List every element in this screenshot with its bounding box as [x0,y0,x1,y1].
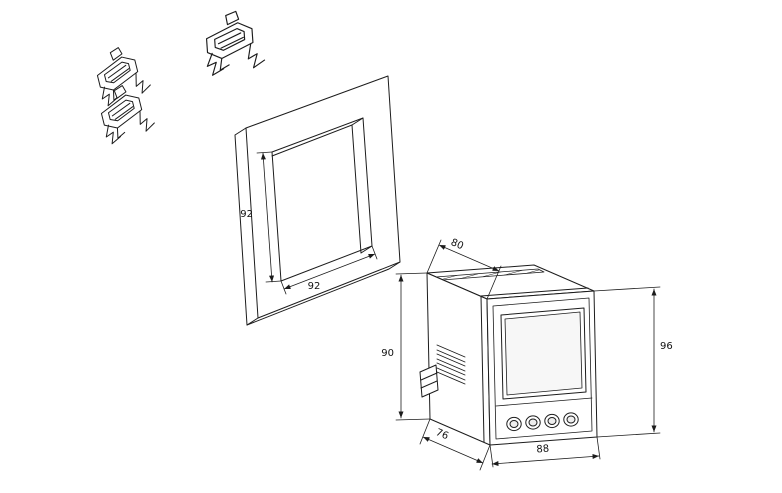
terminal-divider [420,380,438,389]
vent-slot-line [436,367,466,381]
bezel-lip-side [480,295,485,443]
display-window-outer [500,307,587,400]
dimension-line [422,436,484,464]
front-divider-line [495,397,593,407]
vent-slots [436,344,466,385]
extension-line [479,444,491,471]
depth-bottom-label: 76 [434,427,450,442]
cutout-height-dimension: 92 [240,151,282,283]
depth-top-label: 80 [449,237,465,252]
terminal-divider [420,372,438,381]
body-height-dimension: 90 [381,272,431,421]
extension-line [593,286,661,292]
front-width-dimension: 88 [489,436,601,468]
meter-dimensions-group: 80 90 96 76 [381,237,673,471]
meter-button-4-cap [566,415,576,424]
vent-slot-line [436,371,466,385]
mounting-clip-1 [90,41,154,108]
cutout-wall-corner-bottom [360,245,373,254]
panel-thickness-corner-line [246,317,259,326]
bezel-lip-top [480,287,589,297]
extension-line [596,436,601,460]
button-row [506,412,579,432]
front-height-label: 96 [660,341,673,352]
extension-line [280,280,287,295]
panel-cutout-group: 92 92 [234,75,401,326]
front-width-label: 88 [536,444,549,456]
depth-bottom-dimension: 76 [419,418,491,471]
vent-slot-line [436,344,466,358]
mounting-clip-3 [203,9,266,77]
front-height-dimension: 96 [593,286,673,438]
extension-line [596,432,661,438]
dimension-line [438,244,500,272]
extension-line [419,418,431,445]
bezel-inner-frame [492,297,593,440]
cutout-width-dimension: 92 [280,245,378,295]
dimension-line [283,253,376,290]
dimension-line [491,453,600,467]
extension-line [426,239,442,274]
vent-slot-line [436,362,466,376]
mounting-clips-group [90,9,266,146]
cutout-wall-corner-top [351,117,364,126]
body-height-label: 90 [381,348,394,359]
cutout-width-label: 92 [308,281,321,292]
extension-line [395,418,431,421]
meter-button-1-cap [509,420,519,428]
meter-button-3-cap [547,417,557,425]
display-window-inner [504,311,583,396]
extension-line [486,265,502,300]
terminal-block-body [419,364,439,398]
vent-slot-line [436,358,466,372]
cutout-height-label: 92 [240,209,253,220]
depth-top-dimension: 80 [426,237,502,300]
vent-slot-line [436,353,466,367]
terminal-block [419,364,439,398]
dimension-line [260,152,275,283]
meter-body-group [419,264,598,446]
extension-line [371,245,378,260]
extension-line [395,272,428,275]
vent-slot-line [436,349,466,363]
extension-line [256,151,273,154]
meter-button-2-cap [528,418,538,427]
